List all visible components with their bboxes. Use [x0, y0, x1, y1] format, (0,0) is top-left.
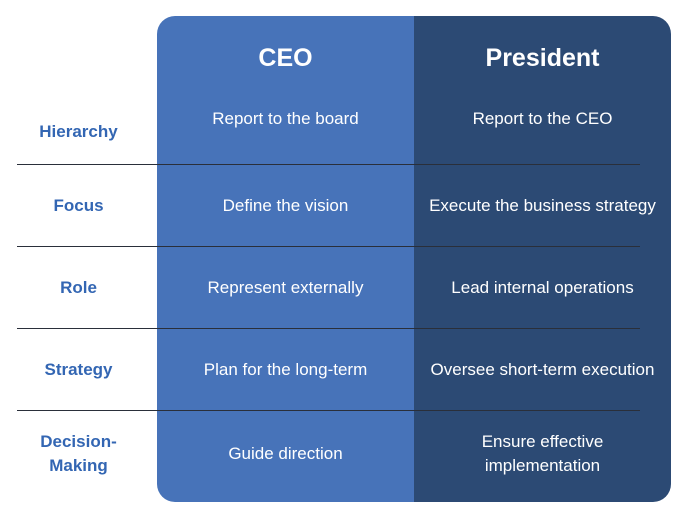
row-divider: [17, 328, 640, 329]
ceo-cell-decision-making: Guide direction: [228, 444, 343, 463]
row-label-decision-making: Decision-Making: [40, 432, 117, 475]
row-label-role: Role: [60, 277, 97, 297]
table-row-hierarchy: Hierarchy Report to the board Report to …: [0, 100, 690, 164]
ceo-cell-hierarchy: Report to the board: [212, 109, 359, 128]
president-cell-hierarchy: Report to the CEO: [472, 109, 613, 128]
row-label-focus: Focus: [53, 195, 104, 215]
president-column-header: President: [485, 43, 600, 72]
president-cell-role: Lead internal operations: [451, 277, 634, 297]
table-row-role: Role Represent externally Lead internal …: [0, 247, 690, 328]
ceo-cell-focus: Define the vision: [222, 195, 349, 215]
row-label-strategy: Strategy: [44, 359, 113, 379]
row-divider: [17, 246, 640, 247]
president-cell-decision-making: Ensure effective implementation: [481, 432, 604, 475]
row-divider: [17, 164, 640, 165]
ceo-column-background: [157, 16, 414, 502]
president-cell-focus: Execute the business strategy: [429, 195, 656, 215]
ceo-cell-role: Represent externally: [207, 277, 364, 297]
president-cell-strategy: Oversee short-term execution: [430, 359, 655, 379]
row-label-hierarchy: Hierarchy: [39, 122, 118, 141]
ceo-column-header: CEO: [258, 43, 313, 72]
table-row-decision-making: Decision-Making Guide direction Ensure e…: [0, 411, 690, 497]
row-divider: [17, 410, 640, 411]
table-row-focus: Focus Define the vision Execute the busi…: [0, 165, 690, 246]
president-column-background: [414, 16, 671, 502]
table-row-strategy: Strategy Plan for the long-term Oversee …: [0, 329, 690, 410]
ceo-cell-strategy: Plan for the long-term: [203, 359, 368, 379]
